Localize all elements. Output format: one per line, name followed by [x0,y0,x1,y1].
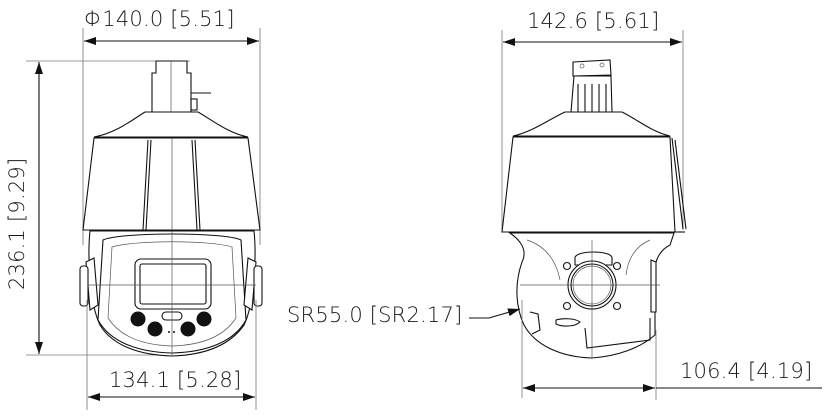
side-gimbal-body [508,232,675,359]
side-top-flange [512,111,671,137]
gimbal-body [79,230,263,357]
dimension-top-width: 142.6 [5.61] [501,9,684,230]
height-label: 236.1 [9.29] [5,158,29,290]
dimension-depth: 106.4 [4.19] [521,300,822,400]
top-width-label: 142.6 [5.61] [527,9,659,33]
bottom-width-label: 134.1 [5.28] [109,368,241,392]
dimension-sphere-radius: SR55.0 [SR2.17] [287,303,521,327]
mount-bracket [151,60,211,113]
housing [82,137,261,231]
side-mount-bracket [570,59,613,113]
depth-label: 106.4 [4.19] [680,359,812,383]
dimension-bottom-width: 134.1 [5.28] [86,300,257,410]
side-view: 142.6 [5.61] [287,9,822,400]
side-housing [501,136,687,233]
front-view: Φ140.0 [5.51] 236.1 [9.29] [5,7,263,410]
sphere-radius-label: SR55.0 [SR2.17] [287,303,462,327]
top-flange [93,111,249,138]
top-diameter-label: Φ140.0 [5.51] [84,7,235,31]
dimension-top-diameter: Φ140.0 [5.51] [82,7,261,245]
dimension-height: 236.1 [9.29] [5,60,190,356]
